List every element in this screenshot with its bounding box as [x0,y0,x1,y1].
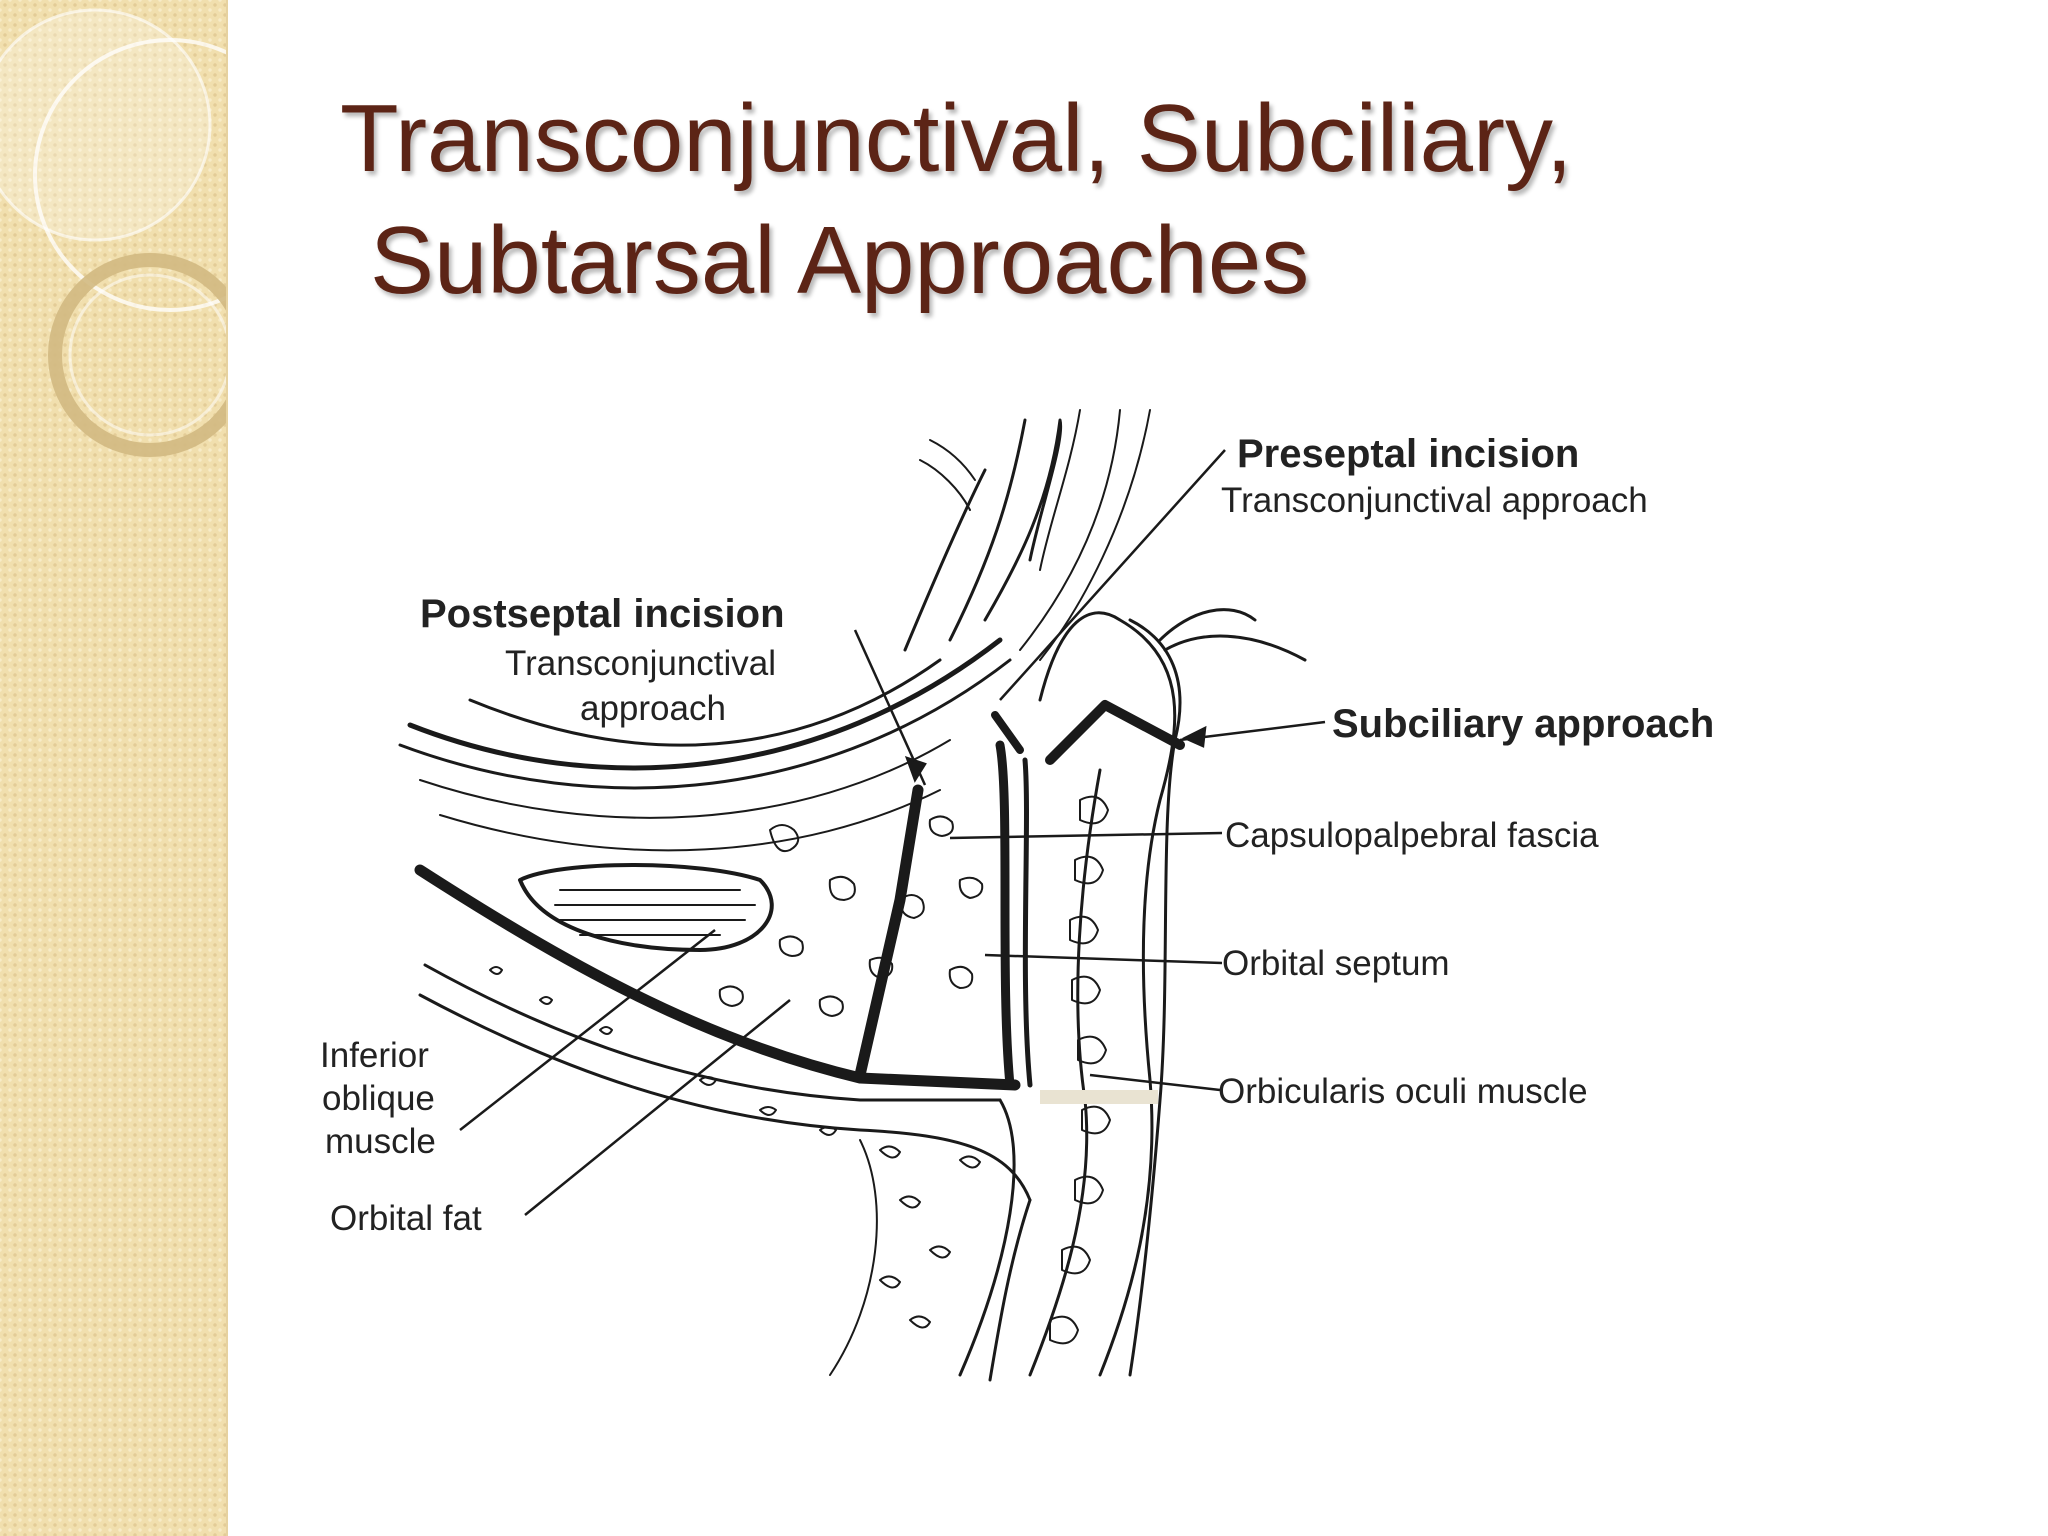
slide-title: Transconjunctival, Subciliary, Subtarsal… [340,78,1940,322]
slide-title-line-2: Subtarsal Approaches [370,207,1310,314]
label-orbicularis-oculi-muscle: Orbicularis oculi muscle [1218,1072,1588,1111]
label-subciliary-approach: Subciliary approach [1332,702,1714,746]
label-inferior-oblique-line3: muscle [325,1122,436,1161]
label-inferior-oblique-line1: Inferior [320,1036,429,1075]
decorative-rings [0,8,226,457]
anatomy-drawing [398,409,1307,1382]
label-inferior-oblique-line2: oblique [322,1079,435,1118]
label-preseptal-approach: Transconjunctival approach [1221,481,1648,520]
label-postseptal-approach-line1: Transconjunctival [505,644,776,683]
orbicularis-marker [1040,1090,1158,1104]
label-preseptal-incision: Preseptal incision [1237,432,1579,476]
label-capsulopalpebral-fascia: Capsulopalpebral fascia [1225,816,1599,855]
label-orbital-fat: Orbital fat [330,1199,482,1238]
slide-title-line-1: Transconjunctival, Subciliary, [340,85,1573,192]
label-orbital-septum: Orbital septum [1222,944,1450,983]
label-postseptal-incision: Postseptal incision [420,592,785,636]
label-postseptal-approach-line2: approach [580,689,726,728]
label-pointer-lines [459,449,1326,1216]
decorative-side-panel [0,0,228,1536]
